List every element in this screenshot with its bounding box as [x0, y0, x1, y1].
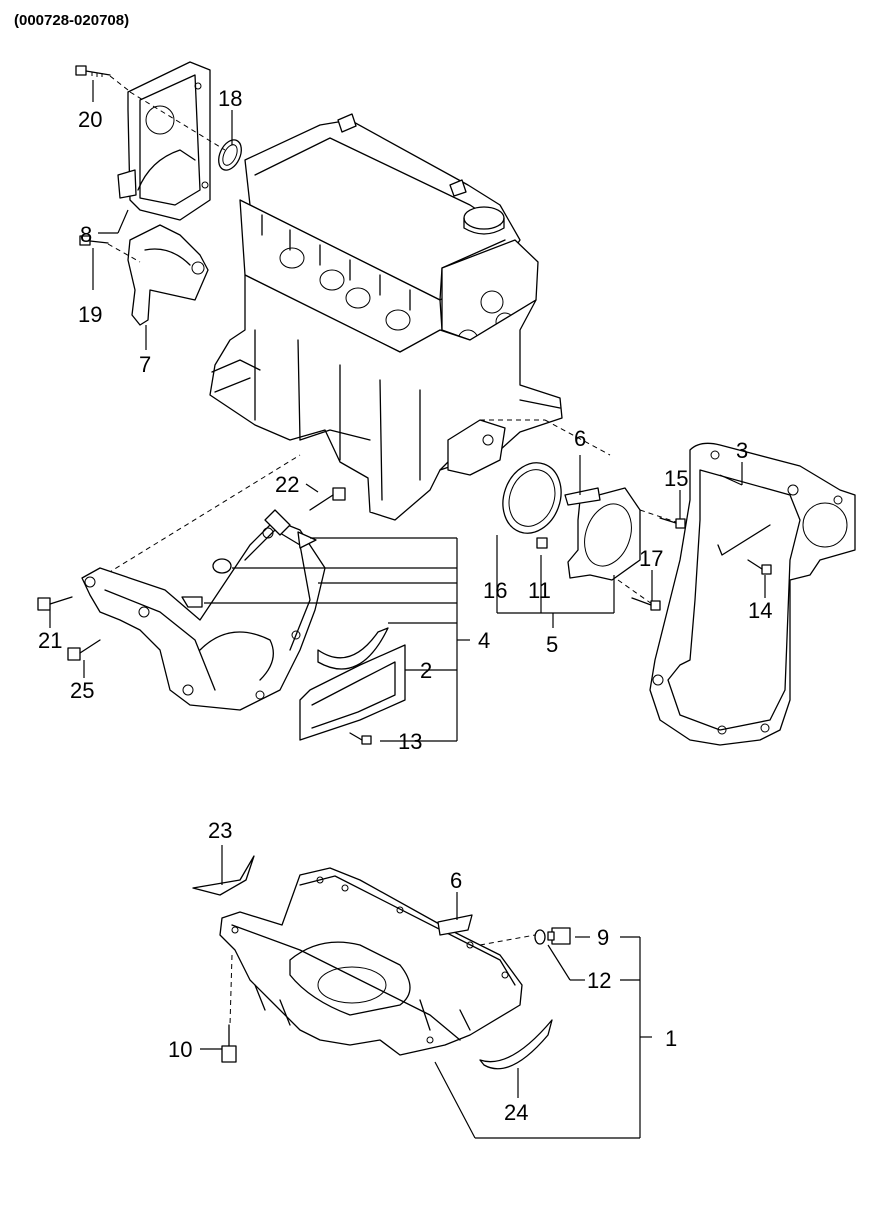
rear-seal-case: [564, 487, 641, 581]
callout-16: 16: [483, 578, 507, 603]
callout-6-pan: 6: [450, 868, 462, 893]
dowel-11: [536, 537, 548, 549]
callout-20: 20: [78, 107, 102, 132]
callout-1: 1: [665, 1026, 677, 1051]
front-case-assembly: [81, 509, 326, 711]
plug: [212, 558, 232, 574]
callout-25: 25: [70, 678, 94, 703]
callout-7: 7: [139, 352, 151, 377]
callout-9: 9: [597, 925, 609, 950]
rear-oil-seal-16: [502, 462, 562, 534]
callout-15: 15: [664, 466, 688, 491]
callout-labels: 1 2 3 4 5 6 6 7 8 9 10 11 12 13 14 15 16…: [38, 86, 772, 1125]
bolt-22: [309, 487, 346, 511]
callout-11: 11: [528, 578, 551, 603]
callout-3: 3: [736, 438, 748, 463]
callout-24: 24: [504, 1100, 528, 1125]
bolt-15: [659, 517, 686, 529]
callout-17: 17: [639, 546, 663, 571]
seal-6-lower: [437, 914, 473, 936]
bolt-20: [75, 65, 111, 77]
callout-6-rear: 6: [574, 426, 586, 451]
rear-plate-3: [649, 442, 856, 746]
bolt-25: [67, 639, 101, 661]
callout-23: 23: [208, 818, 232, 843]
bolt-13: [349, 732, 372, 745]
gasket-12: [534, 929, 546, 945]
engine-block: [209, 113, 563, 521]
callout-10: 10: [168, 1037, 192, 1062]
bolt-14: [747, 559, 772, 575]
bolt-17: [631, 597, 661, 611]
callout-5: 5: [546, 632, 558, 657]
oil-seal-18: [218, 139, 242, 171]
callout-13: 13: [398, 729, 422, 754]
bolt-19: [79, 235, 109, 246]
cover-gasket-2: [299, 627, 406, 741]
callout-21: 21: [38, 628, 62, 653]
bolt-10: [221, 1024, 237, 1063]
callout-8: 8: [80, 222, 92, 247]
front-seal-24: [479, 1019, 553, 1070]
seal-block: [181, 596, 203, 608]
callout-4: 4: [478, 628, 490, 653]
drain-plug-9: [547, 927, 571, 945]
diagram-code: (000728-020708): [14, 12, 130, 29]
callout-12: 12: [587, 968, 611, 993]
timing-belt-cover-upper: [117, 61, 211, 221]
callout-18: 18: [218, 86, 242, 111]
callout-14: 14: [748, 598, 772, 623]
rear-seal-23: [192, 855, 255, 896]
timing-belt-cover-lower: [127, 224, 209, 326]
leader-lines: [49, 80, 766, 1139]
oil-pan: [219, 867, 523, 1056]
callout-22: 22: [275, 472, 299, 497]
bolt-21: [37, 596, 73, 611]
seal-cap: [297, 531, 317, 549]
callout-19: 19: [78, 302, 102, 327]
callout-2: 2: [420, 658, 432, 683]
